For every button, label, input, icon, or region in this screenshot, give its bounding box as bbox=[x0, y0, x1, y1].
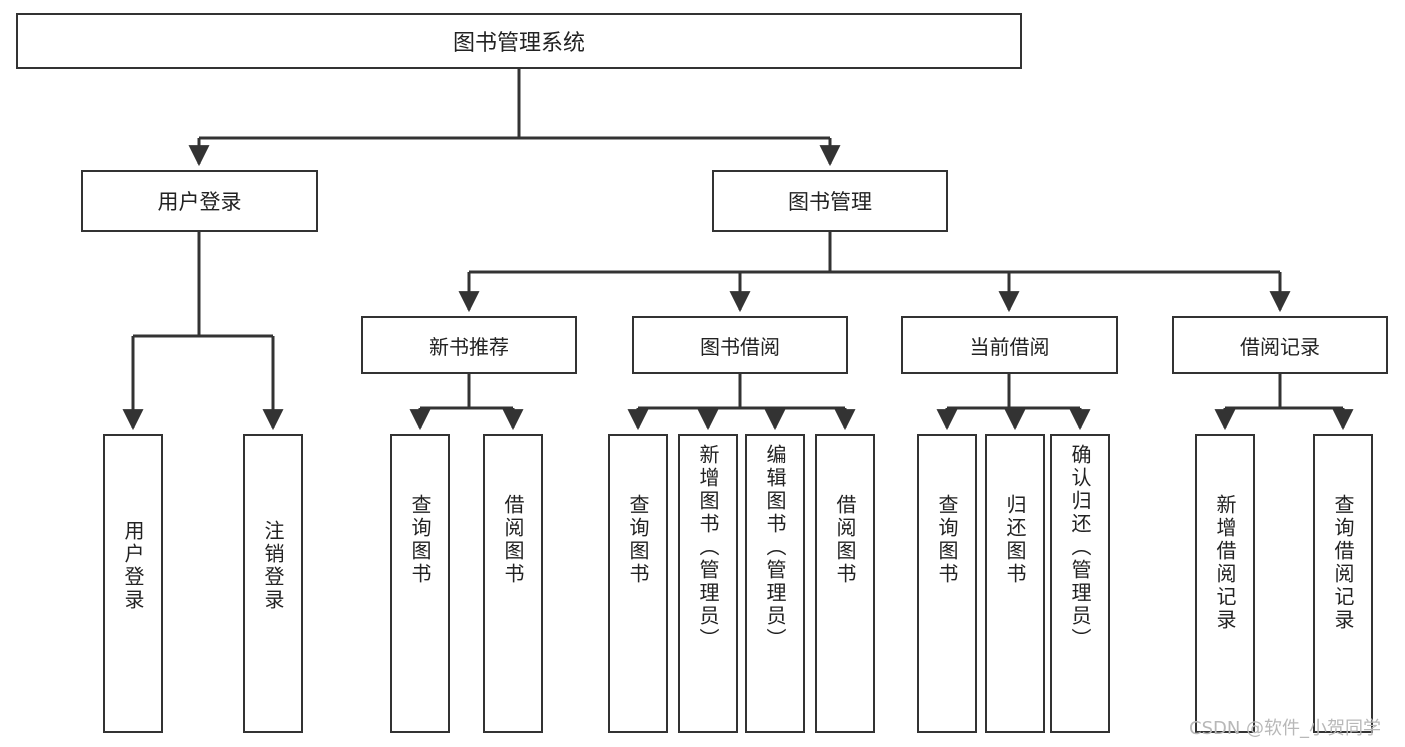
leaf-query-borrow-record-label: 查询借阅记录 bbox=[1331, 494, 1355, 632]
leaf-borrow-book-recommend[interactable]: 借阅图书 bbox=[483, 434, 543, 733]
leaf-return-book-label: 归还图书 bbox=[1003, 494, 1027, 586]
node-borrow-record[interactable]: 借阅记录 bbox=[1172, 316, 1388, 374]
leaf-borrow-book-label: 借阅图书 bbox=[833, 494, 857, 586]
leaf-user-login[interactable]: 用户登录 bbox=[103, 434, 163, 733]
leaf-edit-book-admin-label: 编辑图书（管理员） bbox=[763, 444, 787, 651]
node-book-management[interactable]: 图书管理 bbox=[712, 170, 948, 232]
leaf-logout-label: 注销登录 bbox=[261, 520, 285, 612]
node-book-borrow[interactable]: 图书借阅 bbox=[632, 316, 848, 374]
node-new-book-recommend[interactable]: 新书推荐 bbox=[361, 316, 577, 374]
leaf-add-borrow-record-label: 新增借阅记录 bbox=[1213, 494, 1237, 632]
node-new-book-recommend-label: 新书推荐 bbox=[429, 334, 509, 359]
leaf-add-borrow-record[interactable]: 新增借阅记录 bbox=[1195, 434, 1255, 733]
node-current-borrow[interactable]: 当前借阅 bbox=[901, 316, 1118, 374]
leaf-edit-book-admin[interactable]: 编辑图书（管理员） bbox=[745, 434, 805, 733]
leaf-return-book[interactable]: 归还图书 bbox=[985, 434, 1045, 733]
leaf-logout[interactable]: 注销登录 bbox=[243, 434, 303, 733]
leaf-query-book-borrow-label: 查询图书 bbox=[626, 494, 650, 586]
watermark: CSDN @软件_小贺同学 bbox=[1189, 718, 1382, 739]
leaf-query-book-recommend-label: 查询图书 bbox=[408, 494, 432, 586]
leaf-borrow-book-recommend-label: 借阅图书 bbox=[501, 494, 525, 586]
leaf-confirm-return-admin-label: 确认归还（管理员） bbox=[1068, 444, 1092, 651]
node-user-login-label: 用户登录 bbox=[157, 190, 242, 214]
node-user-login[interactable]: 用户登录 bbox=[81, 170, 318, 232]
leaf-user-login-label: 用户登录 bbox=[121, 520, 145, 612]
node-borrow-record-label: 借阅记录 bbox=[1240, 334, 1320, 359]
node-root-label: 图书管理系统 bbox=[452, 31, 585, 56]
leaf-query-book-current[interactable]: 查询图书 bbox=[917, 434, 977, 733]
leaf-borrow-book[interactable]: 借阅图书 bbox=[815, 434, 875, 733]
node-book-management-label: 图书管理 bbox=[788, 190, 872, 214]
leaf-query-book-recommend[interactable]: 查询图书 bbox=[390, 434, 450, 733]
leaf-query-book-borrow[interactable]: 查询图书 bbox=[608, 434, 668, 733]
leaf-add-book-admin[interactable]: 新增图书（管理员） bbox=[678, 434, 738, 733]
node-current-borrow-label: 当前借阅 bbox=[969, 334, 1050, 359]
leaf-add-book-admin-label: 新增图书（管理员） bbox=[696, 444, 720, 651]
node-root[interactable]: 图书管理系统 bbox=[16, 13, 1022, 69]
leaf-query-borrow-record[interactable]: 查询借阅记录 bbox=[1313, 434, 1373, 733]
leaf-confirm-return-admin[interactable]: 确认归还（管理员） bbox=[1050, 434, 1110, 733]
node-book-borrow-label: 图书借阅 bbox=[700, 334, 780, 359]
leaf-query-book-current-label: 查询图书 bbox=[935, 494, 959, 586]
